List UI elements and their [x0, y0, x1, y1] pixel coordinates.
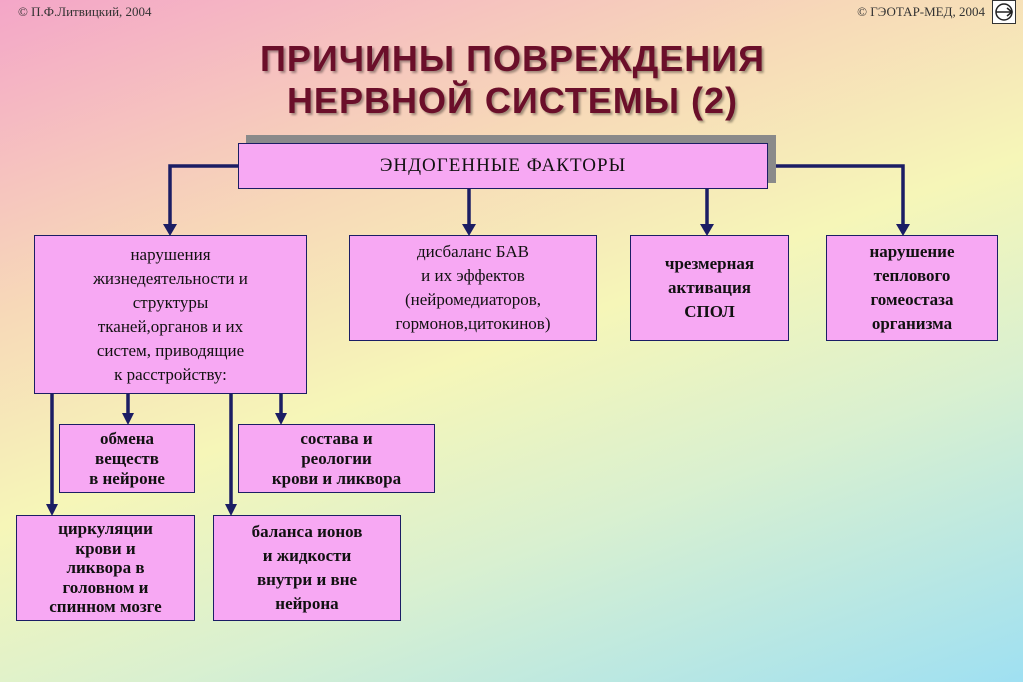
connector-root-c4 [768, 164, 905, 228]
page-title-line1: ПРИЧИНЫ ПОВРЕЖДЕНИЯ [259, 38, 766, 79]
category4-line: гомеостаза [870, 290, 954, 309]
subitem3-line: спинном мозге [49, 597, 162, 617]
circular-arrow-logo-icon [992, 0, 1016, 24]
category4-line: теплового [873, 266, 951, 285]
subitem1-line: веществ [95, 448, 159, 468]
arrowhead-c2 [462, 224, 476, 236]
arrowhead-c3 [700, 224, 714, 236]
root-box-endogenous-factors: ЭНДОГЕННЫЕ ФАКТОРЫ [238, 143, 768, 189]
category1-line: к расстройству: [114, 364, 227, 384]
category3-line: активация [668, 278, 751, 297]
subitem1-line: в нейроне [89, 468, 165, 488]
subitem3-line: ликвора в [66, 558, 145, 578]
subitem4-line: и жидкости [262, 546, 352, 565]
subitem4-line: нейрона [275, 594, 339, 613]
subitem4-line: внутри и вне [256, 570, 358, 589]
category-box-bav-imbalance: дисбаланс БАВ и их эффектов (нейромедиат… [349, 235, 597, 341]
category1-line: структуры [132, 292, 209, 312]
page-title-line2: НЕРВНОЙ СИСТЕМЫ (2) [286, 80, 739, 121]
category3-line: чрезмерная [664, 254, 755, 273]
category-box-spol-activation: чрезмерная активация СПОЛ [630, 235, 789, 341]
subitem2-line: реологии [301, 448, 372, 468]
category-box-thermal-homeostasis: нарушение теплового гомеостаза организма [826, 235, 998, 341]
category1-line: жизнедеятельности и [93, 268, 248, 288]
connector-root-c1 [168, 164, 238, 228]
category2-line: гормонов,цитокинов) [395, 314, 551, 333]
arrowhead-s3 [46, 504, 58, 516]
subitem-box-rheology: состава и реологии крови и ликвора [238, 424, 435, 493]
arrowhead-s4 [225, 504, 237, 516]
category1-line: систем, приводящие [96, 340, 245, 360]
subitem3-line: головном и [62, 577, 149, 597]
subitem1-line: обмена [99, 428, 155, 448]
arrowhead-s2 [275, 413, 287, 425]
root-label: ЭНДОГЕННЫЕ ФАКТОРЫ [379, 155, 627, 176]
subitem-box-circulation: циркуляции крови и ликвора в головном и … [16, 515, 195, 621]
subitem3-line: крови и [75, 538, 136, 558]
category1-line: тканей,органов и их [97, 316, 244, 336]
category2-line: дисбаланс БАВ [417, 242, 529, 261]
copyright-right: © ГЭОТАР-МЕД, 2004 [857, 4, 985, 19]
subitem-box-ion-balance: баланса ионов и жидкости внутри и вне не… [213, 515, 401, 621]
arrowhead-c1 [163, 224, 177, 236]
category4-line: нарушение [869, 242, 955, 261]
subitem3-line: циркуляции [58, 519, 153, 539]
copyright-left: © П.Ф.Литвицкий, 2004 [18, 4, 152, 19]
subitem4-line: баланса ионов [251, 522, 363, 541]
subitem2-line: состава и [300, 428, 373, 448]
arrowhead-s1 [122, 413, 134, 425]
arrowhead-c4 [896, 224, 910, 236]
category4-line: организма [871, 314, 953, 333]
subitem2-line: крови и ликвора [271, 468, 402, 488]
category2-line: (нейромедиаторов, [405, 290, 541, 309]
category1-line: нарушения [130, 244, 211, 264]
category3-line: СПОЛ [684, 302, 735, 321]
category-box-vital-disorders: нарушения жизнедеятельности и структуры … [34, 235, 307, 394]
subitem-box-metabolism: обмена веществ в нейроне [59, 424, 195, 493]
category2-line: и их эффектов [421, 266, 525, 285]
